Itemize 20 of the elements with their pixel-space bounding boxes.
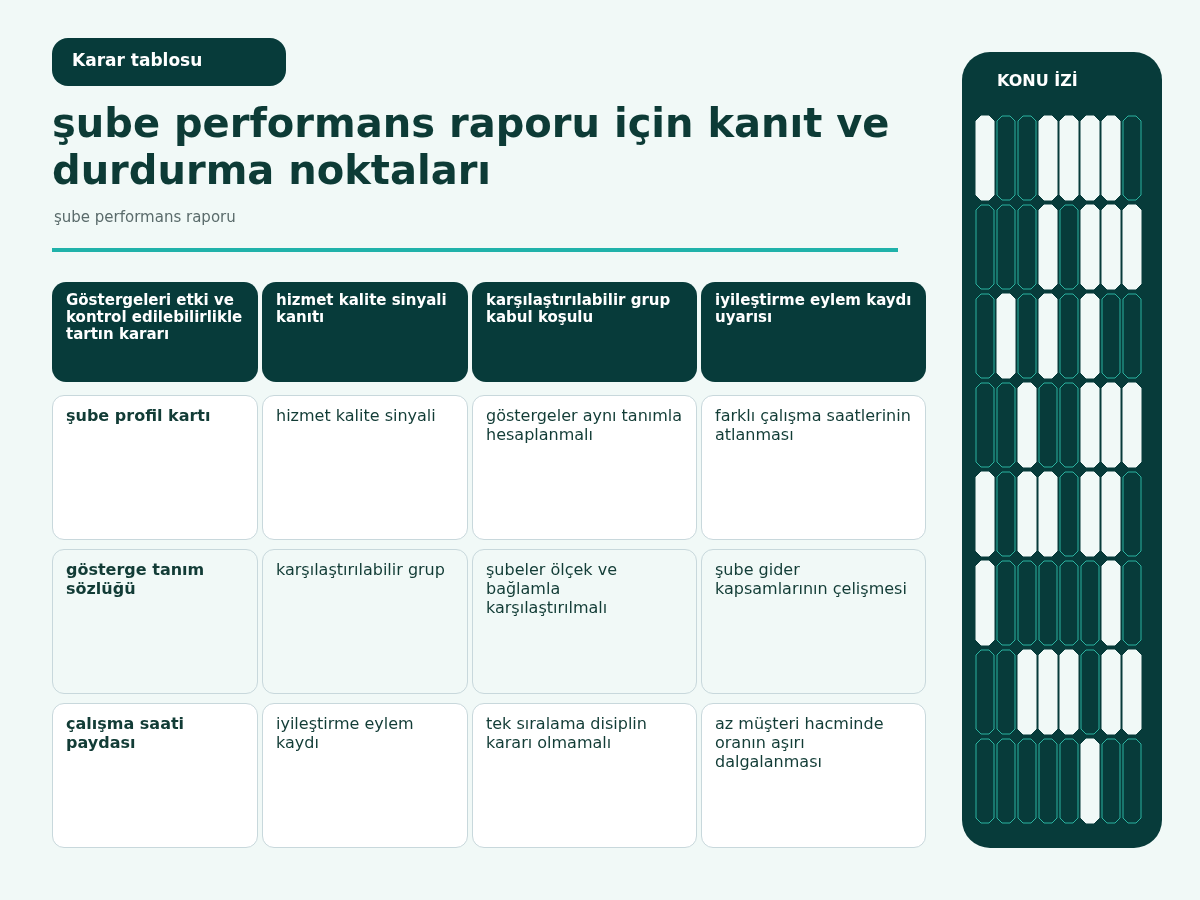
table-cell: az müşteri hacminde oranın aşırı dalgalanması — [701, 703, 926, 848]
subtitle: şube performans raporu — [54, 208, 236, 226]
column-header: karşılaştırılabilir grup kabul koşulu — [472, 282, 697, 382]
table-cell: farklı çalışma saatlerinin atlanması — [701, 395, 926, 540]
table-cell: tek sıralama disiplin kararı olmamalı — [472, 703, 697, 848]
table-cell: hizmet kalite sinyali — [262, 395, 468, 540]
table-cell: şubeler ölçek ve bağlamla karşılaştırılmalı — [472, 549, 697, 694]
column-header: iyileştirme eylem kaydı uyarısı — [701, 282, 926, 382]
row-header: çalışma saati paydası — [52, 703, 258, 848]
table-cell: göstergeler aynı tanımla hesaplanmalı — [472, 395, 697, 540]
panel-title: KONU İZİ — [997, 71, 1078, 90]
page-title: şube performans raporu için kanıt ve durdurma noktaları — [52, 100, 891, 194]
table-cell: karşılaştırılabilir grup — [262, 549, 468, 694]
column-header: Göstergeleri etki ve kontrol edilebilirlikle tartın kararı — [52, 282, 258, 382]
column-header: hizmet kalite sinyali kanıtı — [262, 282, 468, 382]
row-header: gösterge tanım sözlüğü — [52, 549, 258, 694]
section-badge: Karar tablosu — [52, 38, 286, 86]
table-cell: şube gider kapsamlarının çelişmesi — [701, 549, 926, 694]
row-header: şube profil kartı — [52, 395, 258, 540]
table-cell: iyileştirme eylem kaydı — [262, 703, 468, 848]
